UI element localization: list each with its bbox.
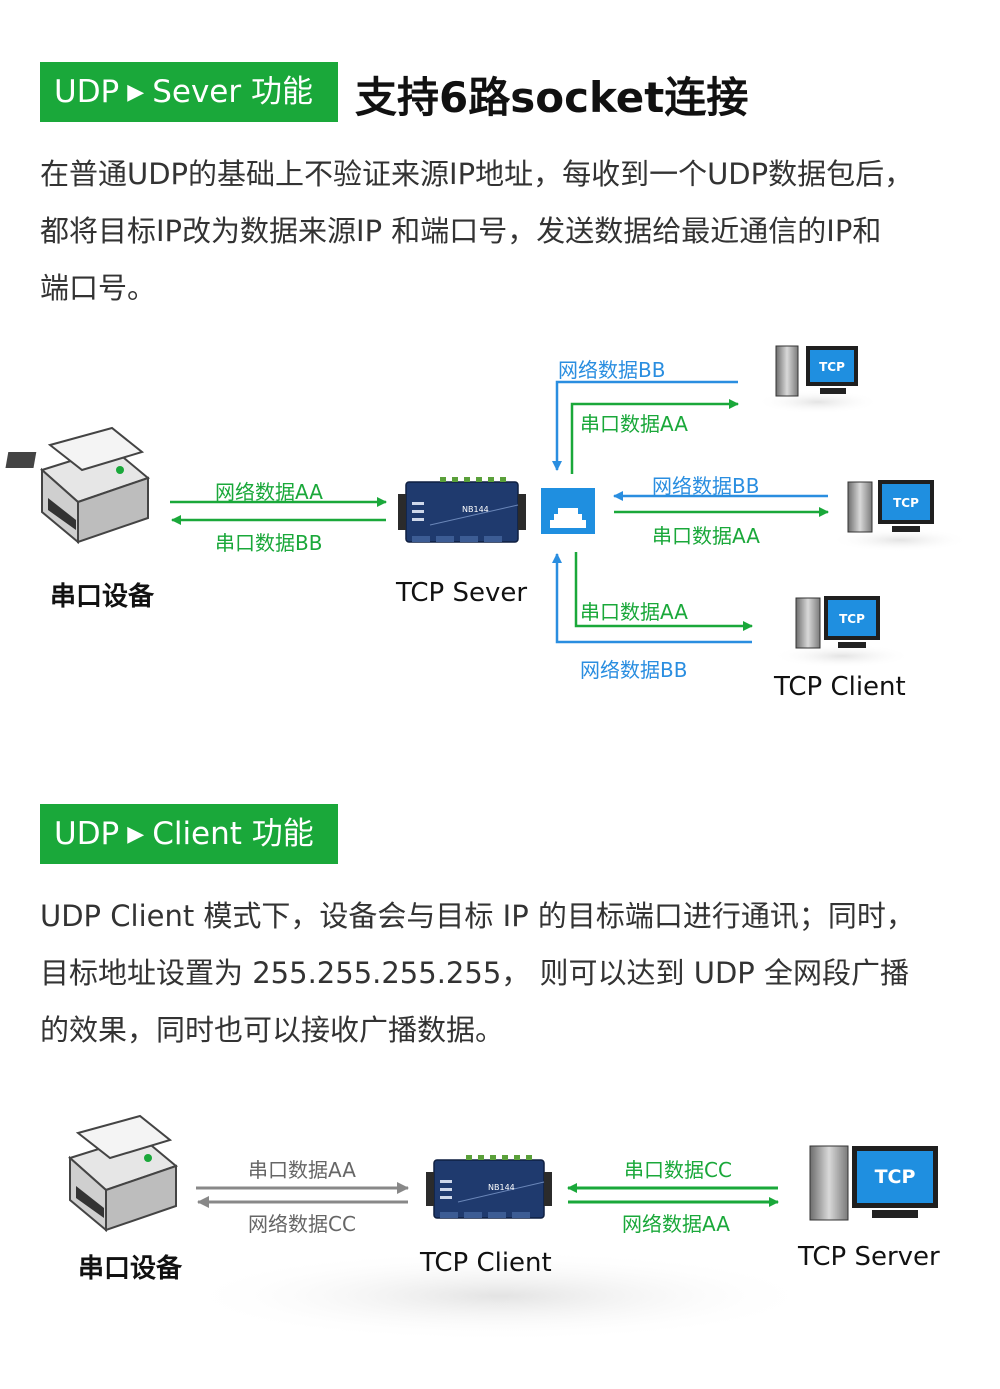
tag-udp-text: UDP bbox=[54, 816, 120, 852]
pc-screen-text: TCP bbox=[875, 1166, 916, 1188]
paragraph-line: 的效果，同时也可以接收广播数据。 bbox=[40, 1013, 505, 1047]
tag-mode-text: Client 功能 bbox=[152, 816, 314, 852]
paragraph-line: 目标地址设置为 255.255.255.255， 则可以达到 UDP 全网段广播 bbox=[40, 956, 909, 990]
link-label-bot-in: 网络数据BB bbox=[580, 658, 688, 682]
serial-server-device-icon: NB144 bbox=[398, 477, 526, 543]
link-label-bot-out: 串口数据AA bbox=[580, 600, 688, 624]
link-label-left-bottom: 网络数据CC bbox=[248, 1212, 356, 1236]
device-model-text: NB144 bbox=[462, 505, 489, 514]
paragraph-line: 端口号。 bbox=[40, 271, 157, 305]
serial-device-label: 串口设备 bbox=[78, 1254, 183, 1284]
link-label-right-bottom: 网络数据AA bbox=[622, 1212, 730, 1236]
link-label-mid-out: 串口数据AA bbox=[652, 524, 760, 548]
link-label-left-top: 串口数据AA bbox=[248, 1158, 356, 1182]
device-model-text: NB144 bbox=[488, 1183, 515, 1192]
arrow-right-icon: ▶ bbox=[127, 822, 145, 847]
desktop-pc-icon: TCP bbox=[756, 345, 880, 414]
server-label: TCP Server bbox=[798, 1242, 940, 1272]
link-label-mid-in: 网络数据BB bbox=[652, 474, 760, 498]
link-label-top-in: 网络数据BB bbox=[558, 358, 666, 382]
client-label: TCP Client bbox=[420, 1248, 552, 1278]
printer-icon bbox=[68, 1114, 179, 1233]
pc-screen-text: TCP bbox=[839, 612, 865, 626]
link-label-server-to-serial: 串口数据BB bbox=[215, 531, 323, 555]
desktop-pc-icon: TCP bbox=[830, 480, 970, 552]
paragraph-line: UDP Client 模式下，设备会与目标 IP 的目标端口进行通讯；同时， bbox=[40, 899, 915, 933]
section1-headline: 支持6路socket连接 bbox=[355, 73, 749, 122]
printer-icon bbox=[5, 426, 151, 545]
link-label-top-out: 串口数据AA bbox=[580, 412, 688, 436]
serial-device-label: 串口设备 bbox=[50, 582, 155, 612]
client-label: TCP Client bbox=[774, 672, 906, 702]
pc-screen-text: TCP bbox=[893, 496, 919, 510]
tag-udp-text: UDP bbox=[54, 74, 120, 110]
paragraph-line: 都将目标IP改为数据来源IP 和端口号，发送数据给最近通信的IP和 bbox=[40, 214, 882, 248]
desktop-pc-icon: TCP bbox=[809, 1145, 938, 1221]
arrow-right-icon: ▶ bbox=[127, 80, 145, 105]
udp-client-tag: UDP ▶ Client 功能 bbox=[40, 804, 338, 864]
desktop-pc-icon: TCP bbox=[772, 596, 912, 668]
tag-mode-text: Sever 功能 bbox=[152, 74, 313, 110]
udp-server-tag: UDP ▶ Sever 功能 bbox=[40, 62, 338, 122]
link-label-serial-to-server: 网络数据AA bbox=[215, 480, 323, 504]
pc-screen-text: TCP bbox=[819, 360, 845, 374]
link-label-right-top: 串口数据CC bbox=[624, 1158, 732, 1182]
server-label: TCP Sever bbox=[396, 578, 528, 608]
section2-paragraph: UDP Client 模式下，设备会与目标 IP 的目标端口进行通讯；同时， 目… bbox=[40, 888, 970, 1059]
section1-paragraph: 在普通UDP的基础上不验证来源IP地址，每收到一个UDP数据包后， 都将目标IP… bbox=[40, 146, 970, 317]
network-switch-icon bbox=[541, 488, 595, 534]
paragraph-line: 在普通UDP的基础上不验证来源IP地址，每收到一个UDP数据包后， bbox=[40, 157, 914, 191]
serial-server-device-icon: NB144 bbox=[426, 1155, 552, 1219]
